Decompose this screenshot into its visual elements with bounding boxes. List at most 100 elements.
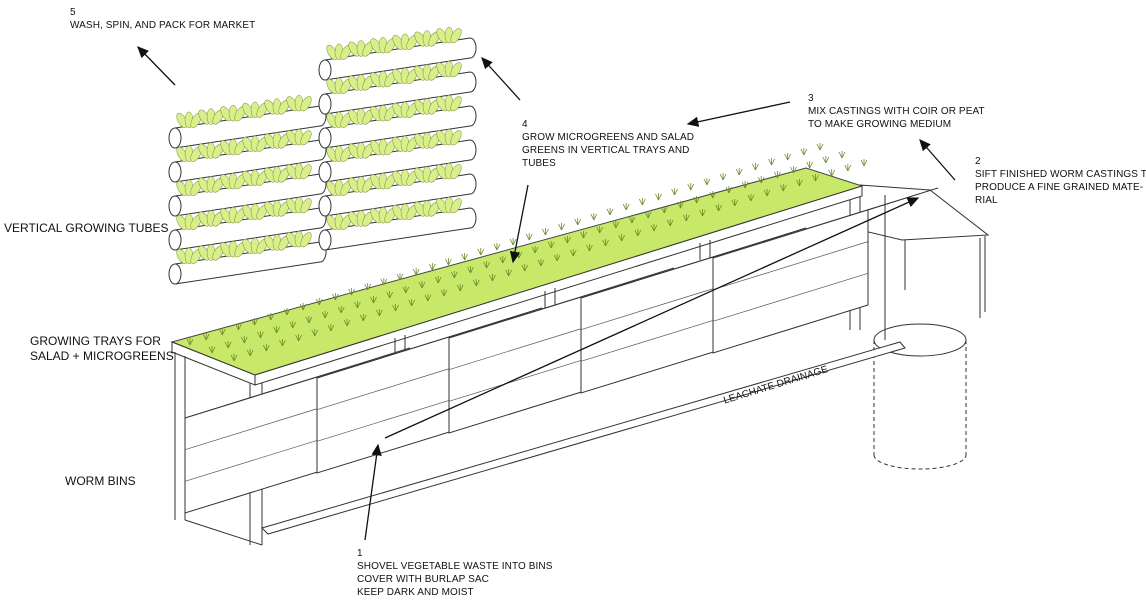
microgreen — [828, 169, 836, 177]
microgreen — [456, 284, 464, 292]
microgreen — [273, 326, 280, 334]
microgreen — [634, 229, 642, 237]
microgreen — [467, 266, 474, 274]
microgreen — [472, 279, 480, 287]
microgreen — [638, 198, 646, 206]
microgreen — [719, 173, 727, 181]
microgreen — [327, 324, 335, 332]
microgreen — [699, 209, 706, 217]
label-growing-trays: GROWING TRAYS FOR SALAD + MICROGREENS — [30, 334, 174, 364]
microgreen — [569, 249, 577, 257]
microgreen — [628, 216, 636, 224]
step-text: TO MAKE GROWING MEDIUM — [808, 119, 952, 130]
microgreen — [424, 294, 432, 302]
microgreen — [418, 281, 426, 289]
arrow-step-4-tubes — [481, 57, 521, 101]
microgreen — [386, 291, 394, 299]
microgreen — [844, 164, 852, 172]
microgreen — [321, 311, 329, 319]
growing-tube — [318, 60, 477, 115]
microgreen — [602, 239, 609, 247]
step-1-label: 1 SHOVEL VEGETABLE WASTE INTO BINS COVER… — [357, 547, 552, 599]
microgreen — [499, 256, 507, 264]
microgreen — [218, 328, 226, 336]
microgreen — [440, 289, 448, 297]
arrow-step-5 — [137, 46, 176, 86]
arrow-step-1 — [364, 443, 382, 541]
microgreen — [800, 148, 808, 156]
microgreen — [364, 283, 372, 291]
plant-leaf — [450, 96, 462, 112]
microgreen — [612, 221, 620, 229]
microgreen — [531, 246, 539, 254]
microgreen — [741, 181, 749, 189]
microgreen — [709, 191, 717, 199]
microgreen — [380, 278, 388, 286]
microgreen — [763, 189, 771, 197]
plant-leaf — [450, 198, 462, 214]
microgreen — [757, 176, 765, 184]
growing-tube — [318, 94, 477, 149]
microgreen — [806, 161, 814, 169]
step-3-label: 3 MIX CASTINGS WITH COIR OR PEAT TO MAKE… — [808, 92, 985, 131]
microgreen — [574, 218, 582, 226]
step-number: 2 — [975, 156, 981, 167]
plant-leaf — [450, 28, 462, 44]
microgreen — [230, 354, 238, 362]
microgreen — [262, 344, 270, 352]
microgreen — [299, 303, 307, 311]
plant-leaf — [300, 96, 312, 112]
step-text: MIX CASTINGS WITH COIR OR PEAT — [808, 106, 985, 117]
step-text: KEEP DARK AND MOIST — [357, 587, 474, 598]
microgreen — [812, 174, 819, 182]
process-arrows — [137, 46, 956, 541]
growing-tube — [318, 196, 477, 251]
microgreen — [838, 151, 846, 159]
step-number: 5 — [70, 7, 76, 18]
bin-structure — [170, 167, 990, 546]
microgreen — [747, 194, 755, 202]
label-worm-bins: WORM BINS — [65, 474, 136, 488]
microgreen — [671, 188, 678, 196]
arrow-step-2 — [919, 139, 956, 181]
microgreen — [332, 293, 339, 301]
microgreen — [542, 228, 549, 236]
label-line: GROWING TRAYS FOR — [30, 334, 161, 348]
step-text: SHOVEL VEGETABLE WASTE INTO BINS — [357, 561, 553, 572]
microgreen — [537, 259, 545, 267]
microgreens — [186, 143, 868, 362]
growing-tube — [318, 128, 477, 183]
microgreen — [586, 244, 593, 252]
microgreen — [434, 276, 442, 284]
microgreen — [618, 234, 626, 242]
microgreen — [660, 206, 668, 214]
step-text: TUBES — [522, 158, 556, 169]
microgreen — [461, 253, 468, 261]
growing-tube — [168, 94, 327, 149]
step-4-label: 4 GROW MICROGREENS AND SALAD GREENS IN V… — [522, 118, 694, 170]
microgreen — [731, 199, 739, 207]
growing-tube — [168, 196, 327, 251]
microgreen — [279, 339, 286, 347]
microgreen — [784, 153, 792, 161]
arrow-bins-to-table — [384, 197, 920, 439]
microgreen — [790, 166, 797, 174]
microgreen — [715, 204, 722, 212]
microgreen — [525, 233, 533, 241]
microgreen — [408, 299, 416, 307]
step-text: WASH, SPIN, AND PACK FOR MARKET — [70, 20, 256, 31]
microgreen — [489, 274, 496, 282]
microgreen — [477, 248, 485, 256]
microgreen — [267, 313, 275, 321]
worm-bin — [448, 267, 675, 434]
vertical-growing-tubes — [168, 26, 477, 285]
microgreen — [622, 203, 630, 211]
microgreen — [246, 349, 254, 357]
microgreen — [208, 346, 216, 354]
microgreen — [505, 269, 512, 277]
microgreen — [509, 238, 517, 246]
microgreen — [606, 208, 614, 216]
plant-leaf — [300, 164, 312, 180]
microgreen — [445, 258, 452, 266]
microgreen — [311, 329, 319, 337]
